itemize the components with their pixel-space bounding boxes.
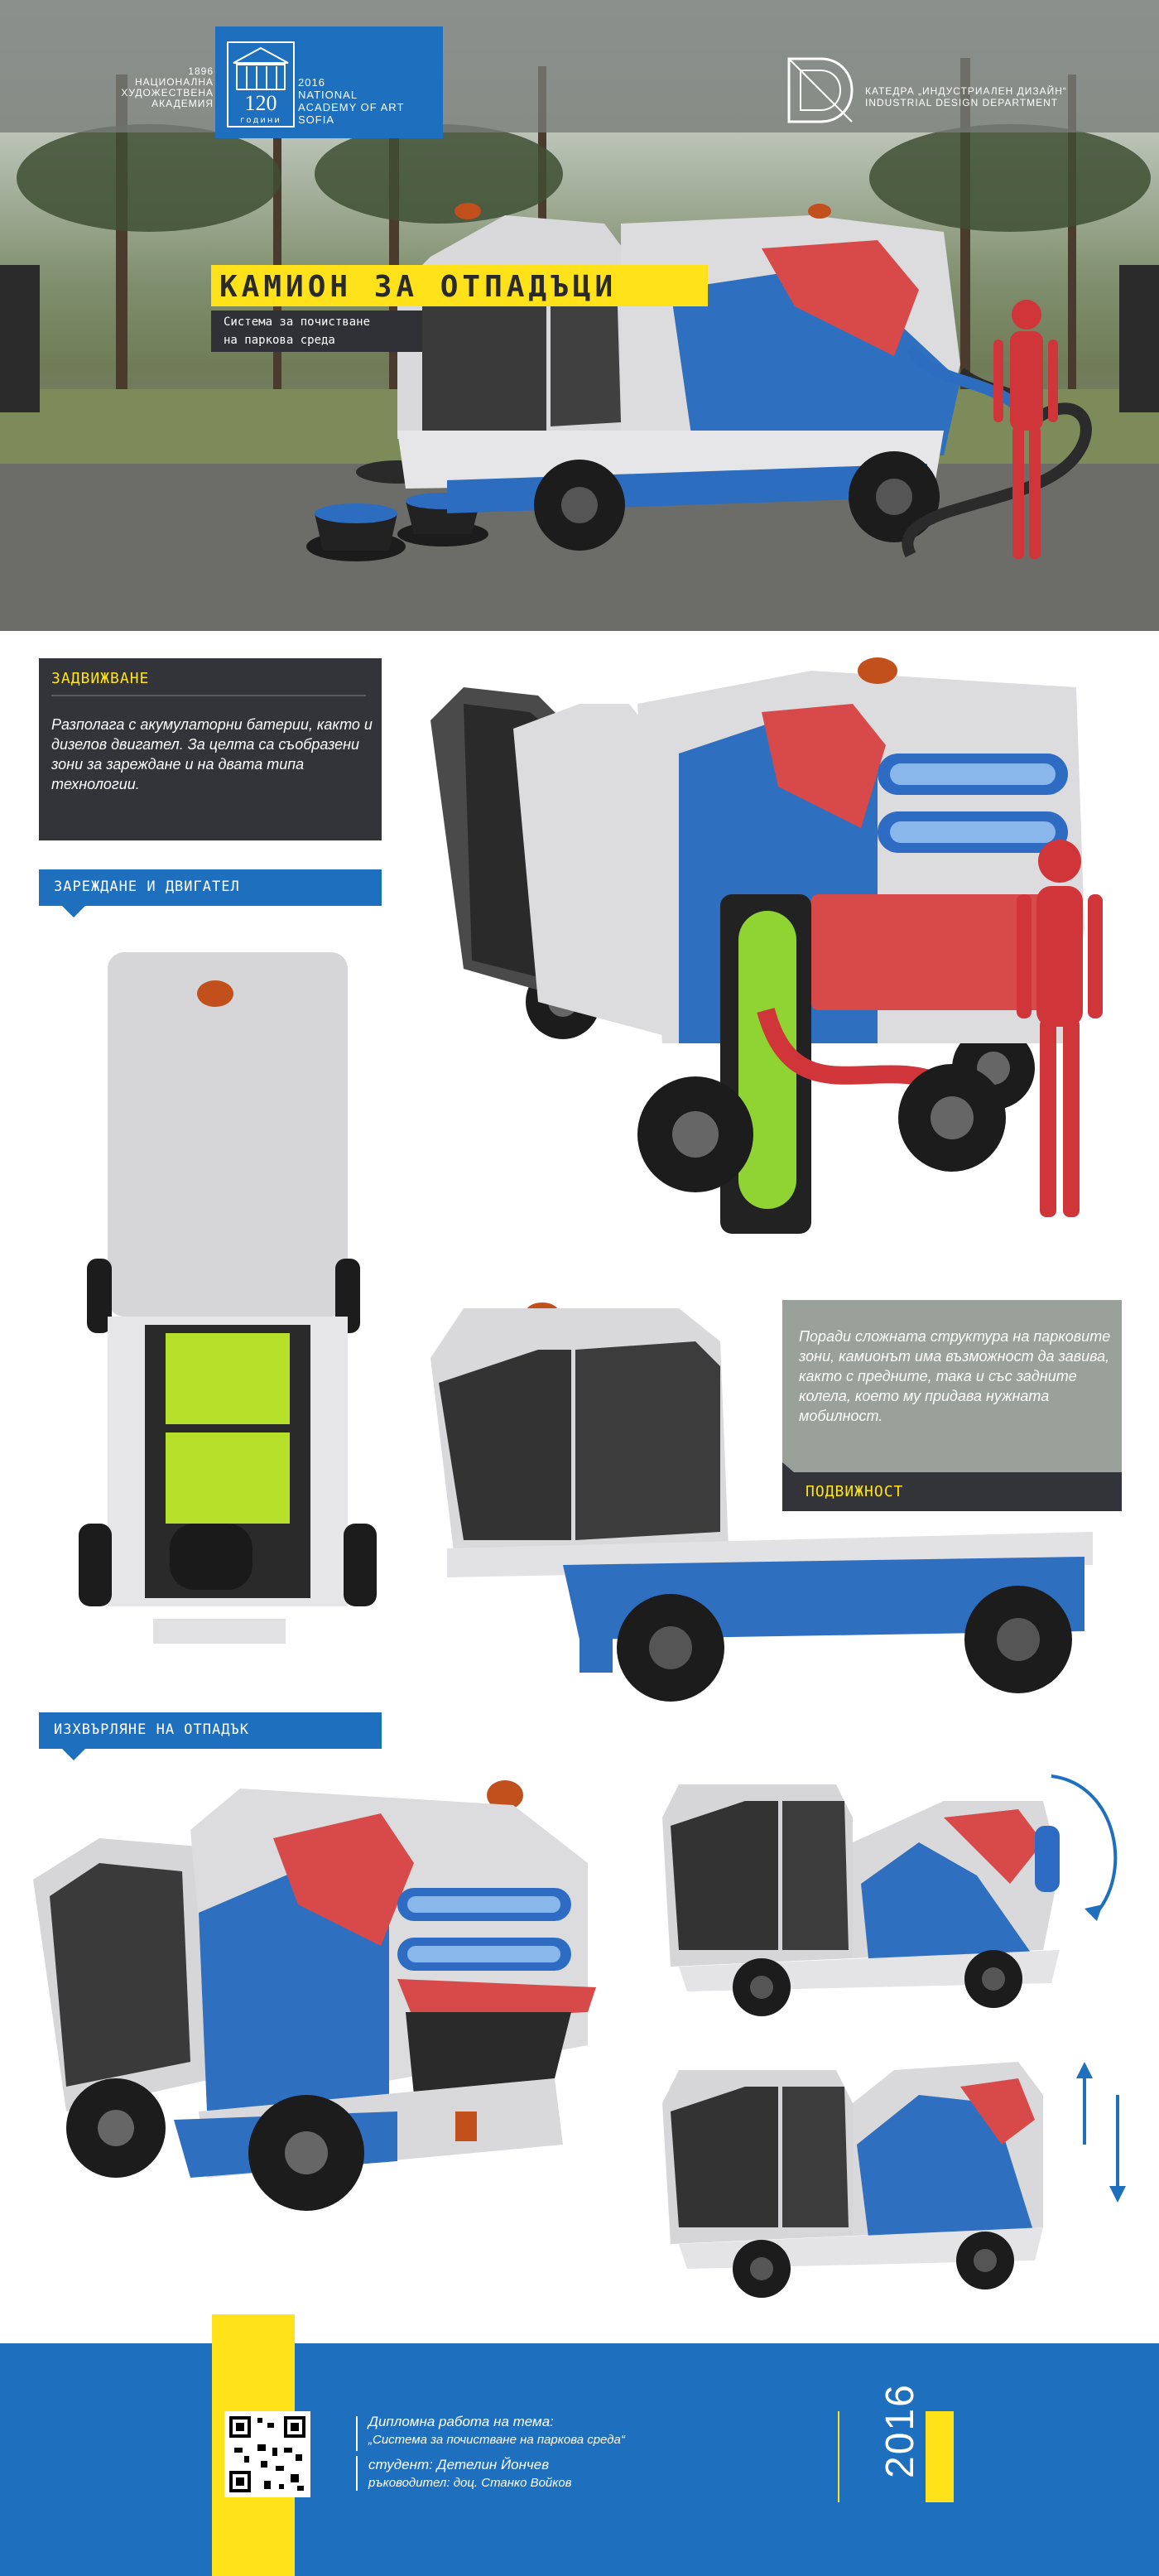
building-icon — [233, 46, 289, 90]
department-name-en: INDUSTRIAL DESIGN DEPARTMENT — [865, 97, 1059, 108]
mobility-panel: Поради сложната структура на парковите з… — [782, 1300, 1122, 1511]
industrial-design-dept-logo — [787, 57, 854, 123]
mobility-label-bar: ПОДВИЖНОСТ — [782, 1462, 1122, 1511]
side-view-flatbed-render — [430, 1302, 1093, 1702]
supervisor-name: ръководител: доц. Станко Войков — [368, 2476, 572, 2490]
hero-banner: 1896 НАЦИОНАЛНА ХУДОЖЕСТВЕНА АКАДЕМИЯ 12… — [0, 0, 1159, 631]
sign-post-left — [0, 265, 40, 412]
year-yellow-bar — [926, 2411, 954, 2502]
logo-years-word: години — [240, 116, 281, 125]
charging-label-bar: ЗАРЕЖДАНЕ И ДВИГАТЕЛ — [39, 869, 382, 917]
subtitle-banner: Система за почистване на паркова среда — [211, 311, 422, 352]
academy-building-emblem: 120 години — [227, 41, 295, 128]
thesis-label: Дипломна работа на тема: — [368, 2414, 554, 2429]
academy-name-line: НАЦИОНАЛНА — [135, 76, 214, 88]
divider — [51, 695, 366, 696]
propulsion-panel: ЗАДВИЖВАНЕ Разполага с акумулаторни бате… — [39, 658, 382, 840]
foliage — [869, 124, 1151, 232]
propulsion-label: ЗАДВИЖВАНЕ — [51, 670, 150, 687]
mobility-label: ПОДВИЖНОСТ — [806, 1483, 904, 1500]
label-notch — [782, 1462, 794, 1472]
academy-name-line: ХУДОЖЕСТВЕНА — [121, 87, 214, 99]
mobility-description: Поради сложната структура на парковите з… — [799, 1328, 1111, 1424]
year-block: 2016 — [861, 2383, 927, 2497]
academy-logo: 120 години 2016 NATIONAL ACADEMY OF ART … — [215, 26, 443, 138]
thesis-title: „Система за почистване на паркова среда“ — [368, 2433, 625, 2447]
year-divider — [838, 2411, 839, 2502]
charging-station-render — [430, 657, 1103, 1234]
top-view-battery-render — [79, 952, 377, 1644]
academy-name-line: АКАДЕМИЯ — [151, 98, 214, 109]
mannequin-with-hose — [902, 300, 1092, 559]
year-label: 2016 — [878, 2383, 922, 2478]
sign-post-right — [1119, 265, 1159, 412]
department-name-bg: КАТЕДРА „ИНДУСТРИАЛЕН ДИЗАЙН“ — [865, 85, 1067, 97]
footer-divider — [356, 2416, 358, 2451]
rotate-arrow-icon — [1051, 1774, 1118, 1919]
logo-years-number: 120 — [244, 91, 277, 115]
logo-en-line: ACADEMY OF ART — [298, 101, 405, 113]
title-banner: КАМИОН ЗА ОТПАДЪЦИ — [211, 265, 708, 306]
subtitle-line: на паркова среда — [224, 334, 335, 347]
logo-year: 2016 — [298, 76, 325, 89]
footer-divider — [356, 2456, 358, 2491]
tree-trunk — [1068, 75, 1076, 422]
foliage — [17, 124, 281, 232]
charging-label: ЗАРЕЖДАНЕ И ДВИГАТЕЛ — [54, 879, 240, 895]
dumping-label-bar: ИЗХВЪРЛЯНЕ НА ОТПАДЪК — [39, 1712, 382, 1760]
foliage — [315, 124, 563, 224]
department-name: КАТЕДРА „ИНДУСТРИАЛЕН ДИЗАЙН“ INDUSTRIAL… — [865, 85, 1067, 108]
subtitle-line: Система за почистване — [224, 315, 371, 329]
footer — [0, 2343, 1159, 2576]
tilt-render — [646, 1751, 1142, 2025]
academy-name-bg: 1896 НАЦИОНАЛНА ХУДОЖЕСТВЕНА АКАДЕМИЯ — [58, 66, 214, 109]
academy-name-en: 2016 NATIONAL ACADEMY OF ART SOFIA — [298, 76, 404, 126]
dumping-rear-render — [33, 1780, 596, 2211]
tree-trunk — [273, 50, 281, 406]
logo-en-line: SOFIA — [298, 113, 335, 126]
student-name: студент: Детелин Йончев — [368, 2457, 550, 2472]
academy-founding-year: 1896 — [188, 65, 214, 77]
page-title: КАМИОН ЗА ОТПАДЪЦИ — [219, 270, 618, 304]
lift-render — [662, 2062, 1126, 2298]
qr-code-icon[interactable] — [224, 2411, 310, 2497]
propulsion-description: Разполага с акумулаторни батерии, както … — [51, 716, 373, 792]
dumping-label: ИЗХВЪРЛЯНЕ НА ОТПАДЪК — [54, 1721, 249, 1738]
header-bar — [0, 0, 1159, 132]
logo-en-line: NATIONAL — [298, 89, 358, 101]
